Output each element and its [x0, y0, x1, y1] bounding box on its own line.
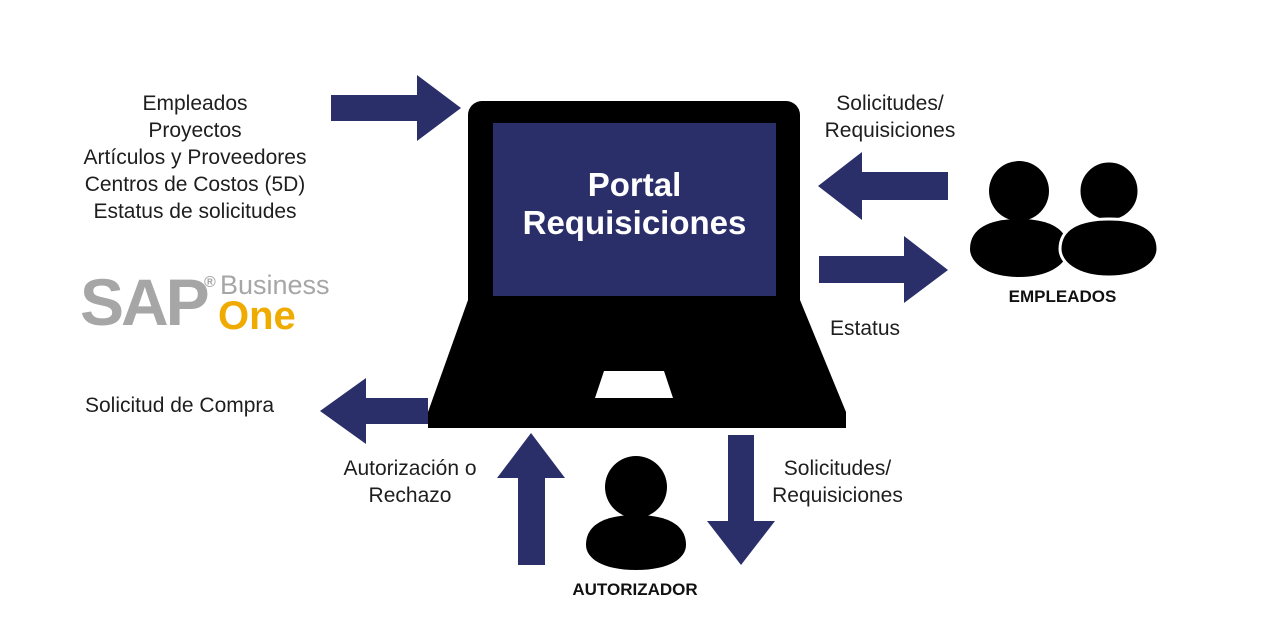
laptop-screen [493, 123, 776, 296]
input-item: Artículos y Proveedores [83, 146, 307, 169]
registered-mark: ® [204, 274, 216, 291]
authorizer-icon [586, 456, 686, 570]
arrow-inputs-to-portal [331, 75, 461, 141]
portal-title-line1: Portal [587, 166, 682, 203]
input-item: Proyectos [148, 119, 242, 142]
employees-icon [970, 159, 1160, 279]
sap-one-word: One [218, 294, 296, 338]
sap-brand: SAP [80, 265, 210, 339]
authorizer-incoming-line1: Solicitudes/ [783, 457, 892, 480]
purchase-request-label: Solicitud de Compra [85, 394, 275, 417]
authorization-decision-label: Autorización o Rechazo [325, 455, 495, 509]
employees-incoming-line1: Solicitudes/ [836, 92, 944, 115]
portal-title-line2: Requisiciones [522, 204, 747, 241]
authorizer-incoming-line2: Requisiciones [772, 484, 903, 507]
employees-incoming-label: Solicitudes/ Requisiciones [810, 90, 970, 144]
input-item: Centros de Costos (5D) [84, 173, 306, 196]
arrow-portal-to-purchase [320, 378, 428, 444]
authorizer-incoming-label: Solicitudes/ Requisiciones [755, 455, 920, 509]
decision-line2: Rechazo [368, 484, 452, 507]
arrow-portal-to-authorizer [707, 435, 775, 565]
employees-status-label: Estatus [830, 317, 901, 340]
sap-business-one-logo: SAP ® Business One [80, 265, 340, 340]
laptop-base [428, 300, 846, 428]
laptop-icon [428, 101, 846, 428]
arrow-authorizer-to-portal [497, 433, 565, 565]
employees-incoming-line2: Requisiciones [824, 119, 956, 142]
decision-line1: Autorización o [343, 457, 477, 480]
inputs-list: Empleados Proyectos Artículos y Proveedo… [40, 90, 350, 225]
authorizer-label: AUTORIZADOR [572, 580, 698, 599]
laptop-touchpad [595, 371, 673, 398]
portal-title: Portal Requisiciones [493, 166, 776, 242]
arrow-employees-to-portal [818, 152, 948, 220]
sap-business-word: Business [220, 270, 330, 300]
arrow-portal-to-employees [819, 236, 948, 303]
employees-label: EMPLEADOS [1008, 287, 1117, 306]
input-item: Empleados [142, 92, 248, 115]
input-item: Estatus de solicitudes [93, 200, 297, 223]
